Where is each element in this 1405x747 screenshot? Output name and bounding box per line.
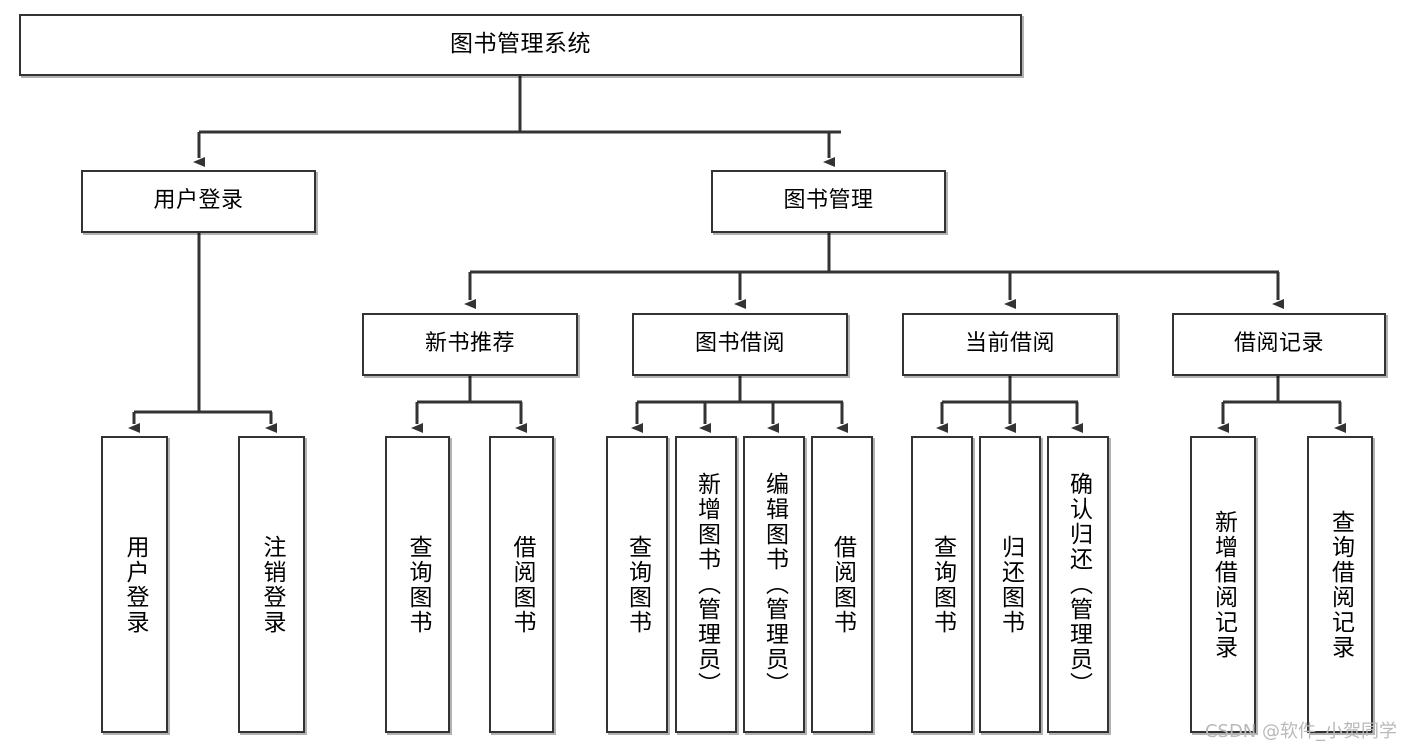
node-root[interactable]: 图书管理系统: [19, 14, 1022, 76]
node-user-login[interactable]: 用户登录: [81, 170, 316, 233]
node-leaf-logout-label: 注销登录: [259, 534, 285, 635]
node-current-borrow-label: 当前借阅: [964, 331, 1055, 357]
node-borrow-record[interactable]: 借阅记录: [1172, 313, 1386, 376]
node-leaf-edit-book[interactable]: 编辑图书（管理员）: [743, 436, 805, 733]
node-leaf-add-record-label: 新增借阅记录: [1210, 509, 1237, 660]
node-leaf-edit-book-label: 编辑图书（管理员）: [761, 472, 788, 697]
node-leaf-add-record[interactable]: 新增借阅记录: [1190, 436, 1256, 733]
node-leaf-query-book-2[interactable]: 查询图书: [606, 436, 668, 733]
node-book-manage[interactable]: 图书管理: [711, 170, 946, 233]
node-leaf-borrow-book-1[interactable]: 借阅图书: [489, 436, 554, 733]
node-leaf-user-login-label: 用户登录: [122, 534, 148, 635]
watermark-text: CSDN @软件_小贺同学: [1204, 721, 1397, 742]
node-new-book-rec-label: 新书推荐: [424, 331, 515, 357]
node-user-login-label: 用户登录: [153, 188, 244, 214]
node-leaf-query-book-3[interactable]: 查询图书: [911, 436, 973, 733]
node-leaf-query-record-label: 查询借阅记录: [1327, 509, 1354, 660]
node-root-label: 图书管理系统: [450, 31, 591, 58]
node-leaf-query-book-2-label: 查询图书: [624, 534, 651, 635]
node-book-borrow[interactable]: 图书借阅: [632, 313, 848, 376]
node-leaf-query-book-1-label: 查询图书: [405, 534, 431, 635]
node-new-book-rec[interactable]: 新书推荐: [362, 313, 578, 376]
node-leaf-borrow-book-2-label: 借阅图书: [829, 534, 856, 635]
node-leaf-add-book[interactable]: 新增图书（管理员）: [675, 436, 737, 733]
node-leaf-logout[interactable]: 注销登录: [238, 436, 305, 733]
node-leaf-borrow-book-1-label: 借阅图书: [509, 534, 535, 635]
node-book-manage-label: 图书管理: [783, 188, 874, 214]
node-leaf-confirm-return[interactable]: 确认归还（管理员）: [1047, 436, 1109, 733]
node-leaf-query-book-1[interactable]: 查询图书: [385, 436, 450, 733]
node-current-borrow[interactable]: 当前借阅: [902, 313, 1118, 376]
node-leaf-add-book-label: 新增图书（管理员）: [693, 472, 720, 697]
node-leaf-confirm-return-label: 确认归还（管理员）: [1065, 472, 1092, 697]
node-leaf-borrow-book-2[interactable]: 借阅图书: [811, 436, 873, 733]
node-leaf-query-book-3-label: 查询图书: [929, 534, 956, 635]
node-leaf-user-login[interactable]: 用户登录: [101, 436, 168, 733]
node-book-borrow-label: 图书借阅: [694, 331, 785, 357]
node-leaf-query-record[interactable]: 查询借阅记录: [1307, 436, 1373, 733]
node-borrow-record-label: 借阅记录: [1233, 331, 1324, 357]
node-leaf-return-book-label: 归还图书: [997, 534, 1024, 635]
node-leaf-return-book[interactable]: 归还图书: [979, 436, 1041, 733]
